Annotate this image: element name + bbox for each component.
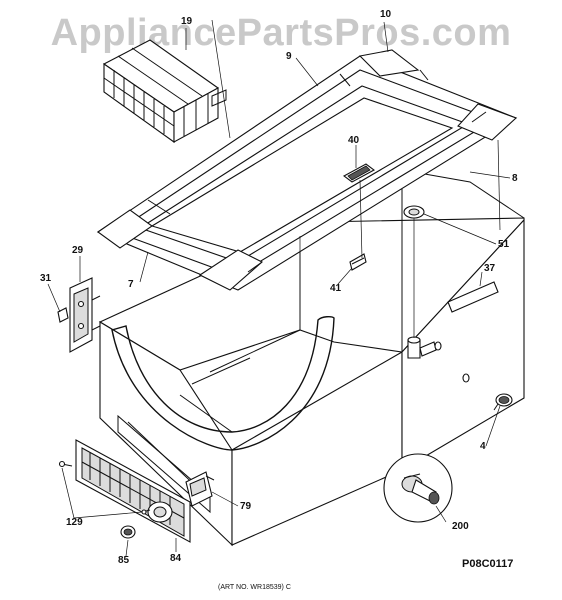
wire-basket	[102, 39, 227, 144]
callout-9: 9	[286, 51, 292, 62]
callout-19: 19	[181, 16, 193, 27]
drawing-code: P08C0117	[462, 558, 514, 570]
callout-41: 41	[330, 283, 342, 294]
lamp-housing	[342, 163, 376, 183]
callout-129: 129	[66, 517, 83, 528]
callout-10: 10	[380, 9, 392, 20]
thermostat-control	[185, 471, 215, 507]
callout-4: 4	[480, 441, 486, 452]
callout-79: 79	[240, 501, 252, 512]
thermostat-knob	[120, 525, 136, 539]
callout-51: 51	[498, 239, 510, 250]
callout-7: 7	[128, 279, 134, 290]
callout-31: 31	[40, 273, 52, 284]
drain-cap	[403, 205, 425, 219]
callout-40: 40	[348, 135, 360, 146]
callout-200: 200	[452, 521, 469, 532]
callout-85: 85	[118, 555, 130, 566]
lid-gasket-frame	[96, 49, 518, 291]
watermark-text: AppliancePartsPros.com	[50, 12, 512, 54]
callout-84: 84	[170, 553, 182, 564]
drain-plug	[493, 393, 513, 411]
grille-screws	[58, 460, 151, 515]
callout-29: 29	[72, 245, 84, 256]
art-number: (ART NO. WR18539) C	[218, 584, 291, 591]
callout-8: 8	[512, 173, 518, 184]
callout-37: 37	[484, 263, 496, 274]
hinge-assembly	[57, 277, 101, 353]
drain-tube	[407, 336, 470, 383]
rating-label	[447, 281, 499, 313]
leader-lines	[47, 19, 511, 557]
base-grille	[75, 439, 191, 543]
detail-circle-fitting	[383, 453, 453, 523]
